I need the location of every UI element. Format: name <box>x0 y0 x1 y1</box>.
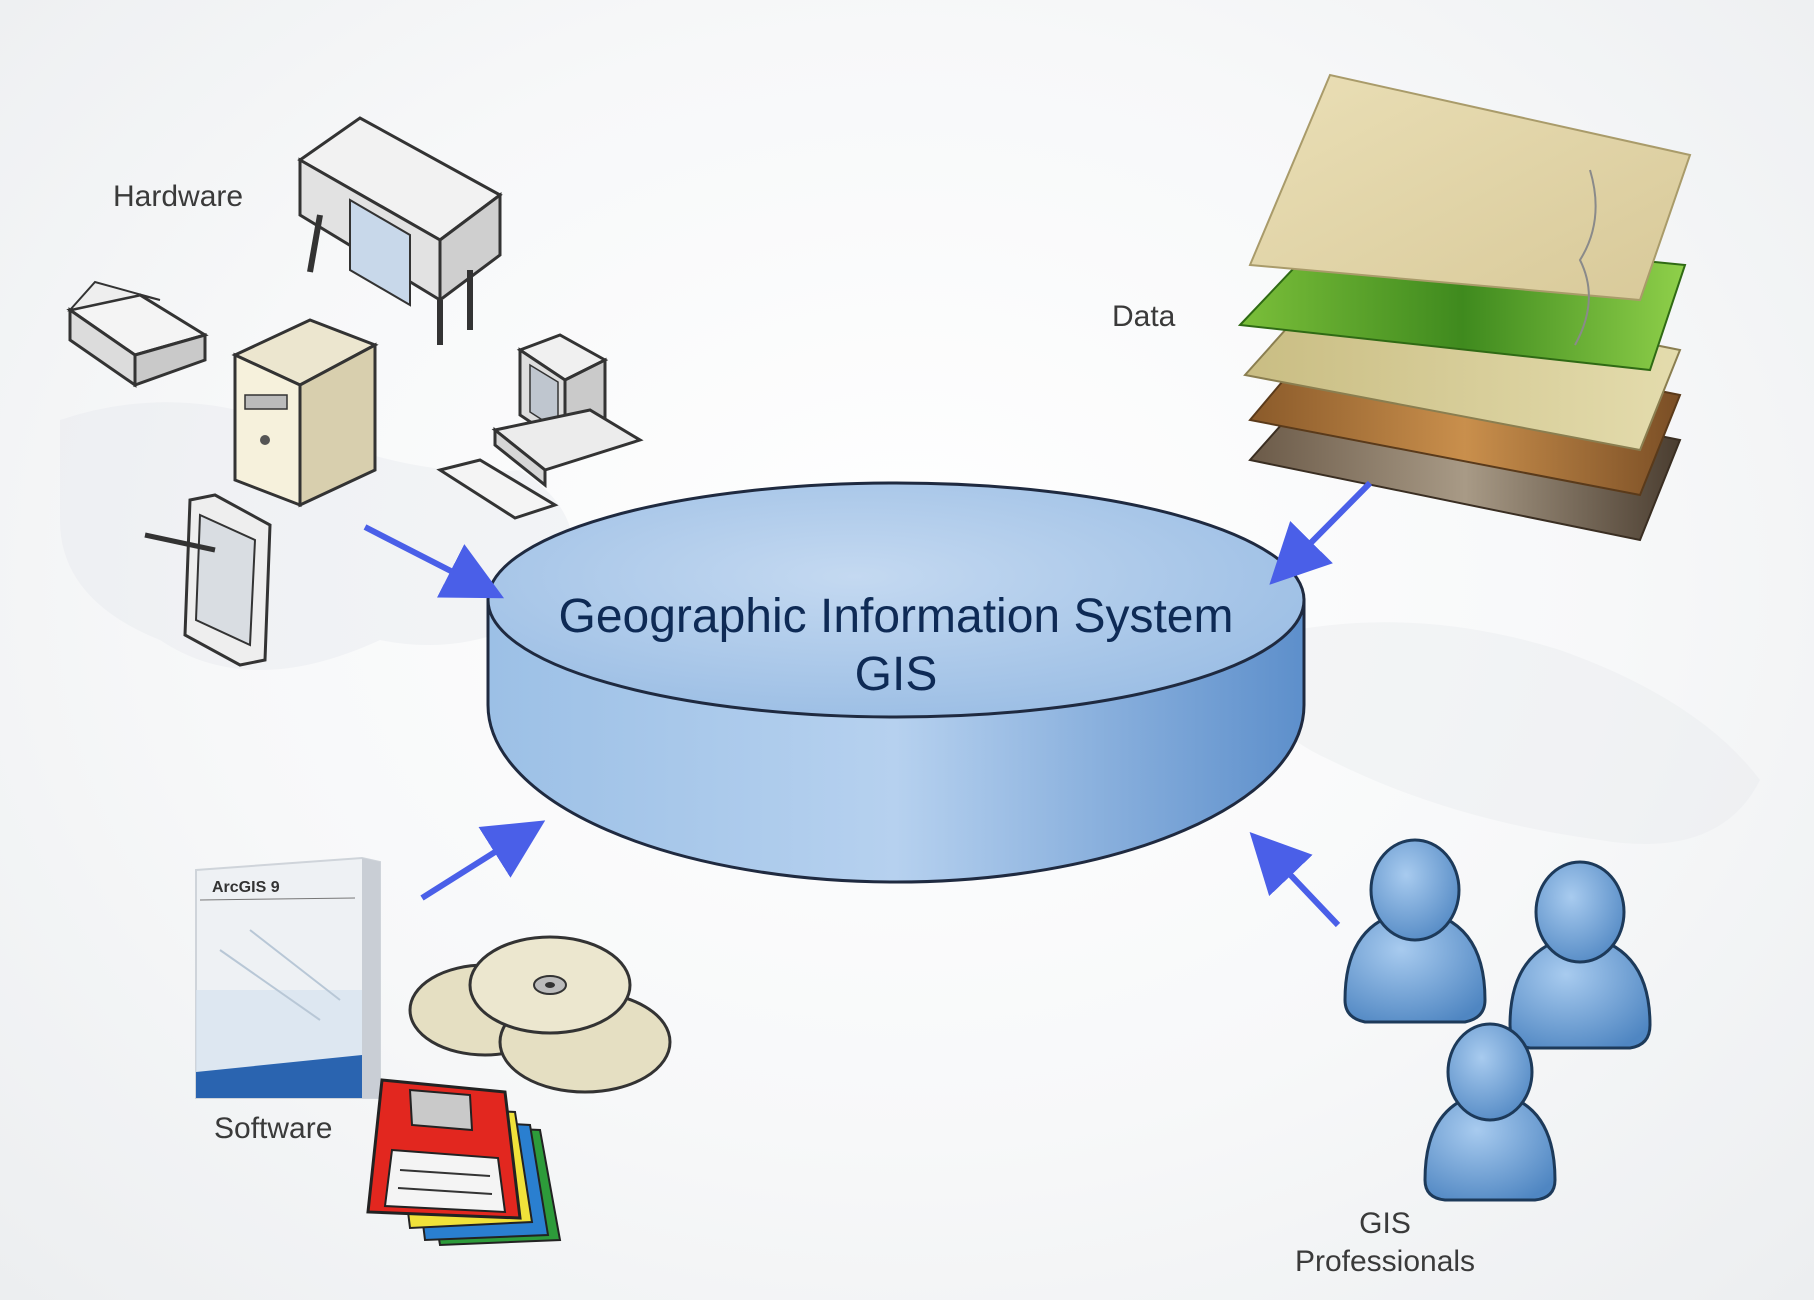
hardware-icons <box>66 116 644 667</box>
data-arrow <box>1269 480 1373 585</box>
floppy-disks-icon <box>366 1078 562 1247</box>
person-icon <box>1343 838 1487 1024</box>
tablet-icon <box>144 493 272 667</box>
data-label: Data <box>1112 300 1176 333</box>
cd-discs-icon <box>408 935 672 1094</box>
gis-title-line2: GIS <box>854 648 938 701</box>
people-arrow <box>1249 831 1341 928</box>
gis-title-line1: Geographic Information System <box>558 590 1234 643</box>
arcgis-box-icon <box>195 856 381 1099</box>
hardware-arrow <box>363 524 505 599</box>
gis-title: Geographic Information System GIS <box>486 588 1306 704</box>
software-icons: ArcGIS 9 <box>195 856 672 1247</box>
desktop-computer-icon <box>436 333 644 520</box>
person-icon <box>1508 860 1652 1050</box>
people-icons <box>1343 838 1652 1202</box>
software-arrow <box>420 820 546 901</box>
arrows <box>363 480 1373 928</box>
data-layers-icon <box>1237 73 1692 542</box>
person-icon <box>1423 1022 1557 1202</box>
people-label-line1: GIS <box>1359 1207 1411 1240</box>
computer-tower-icon <box>231 318 379 508</box>
hardware-label: Hardware <box>113 180 244 213</box>
scanner-icon <box>66 280 209 388</box>
people-label-line2: Professionals <box>1294 1245 1476 1278</box>
software-box-text: ArcGIS 9 <box>212 879 280 896</box>
gis-cylinder <box>486 481 1306 884</box>
plotter-icon <box>297 116 503 345</box>
software-label: Software <box>214 1112 333 1145</box>
gis-professionals-label: GIS Professionals <box>1250 1205 1520 1281</box>
